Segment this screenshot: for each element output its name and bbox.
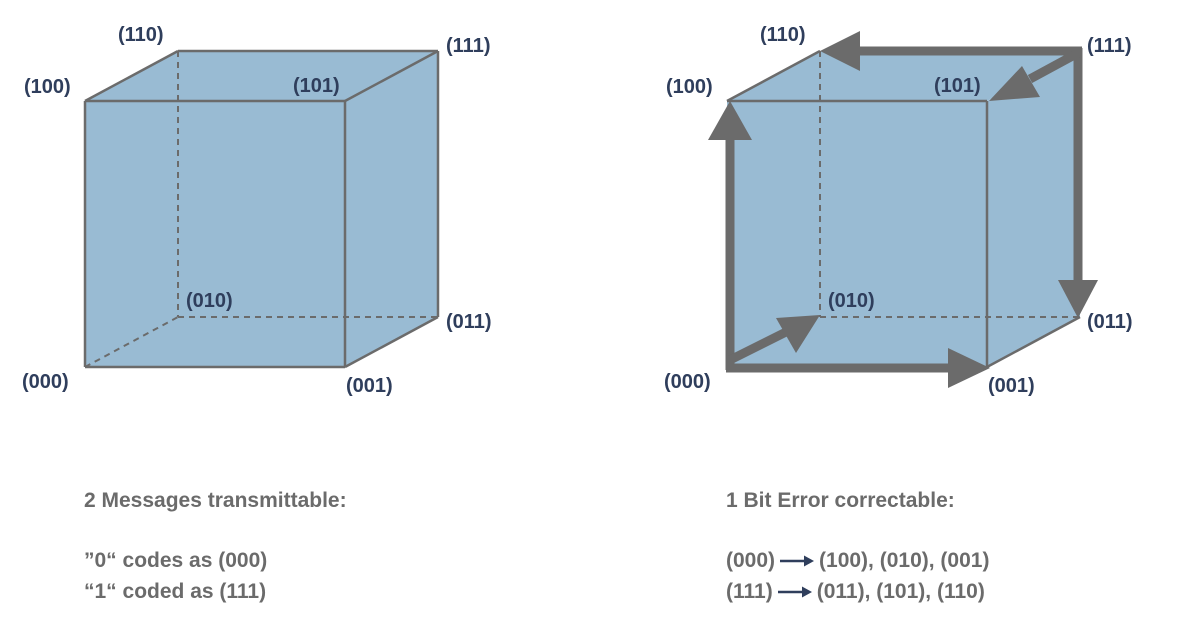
left-cube-front-face xyxy=(85,101,345,367)
left-label-110: (110) xyxy=(118,24,164,46)
arrow-000-to-100-head xyxy=(708,101,752,140)
mapping-targets: (011), (101), (110) xyxy=(816,580,985,603)
left-label-111: (111) xyxy=(446,35,490,57)
left-cube-right-face xyxy=(345,51,438,367)
arrow-000-to-010-head xyxy=(776,315,820,353)
left-caption-line-1: “1“ coded as (111) xyxy=(84,580,267,603)
right-edge xyxy=(726,49,821,103)
mapping-source: (111) xyxy=(726,580,773,603)
mapping-source: (000) xyxy=(726,549,776,572)
left-cube: (110) (111) (100) (101) (010) (011) (000… xyxy=(22,24,492,397)
left-label-010: (010) xyxy=(186,290,233,312)
left-cube-top-face xyxy=(85,51,438,101)
right-label-011: (011) xyxy=(1087,311,1133,333)
right-caption-heading: 1 Bit Error correctable: xyxy=(726,489,955,512)
mapping-row-000: (000) (100), (010), (001) xyxy=(726,548,989,574)
right-label-110: (110) xyxy=(760,24,806,46)
arrow-111-to-110-head xyxy=(820,31,860,71)
arrow-111-to-101-head xyxy=(989,66,1040,101)
right-cube-right-face xyxy=(987,51,1080,367)
arrow-000-to-010-shaft xyxy=(727,325,793,365)
left-edge xyxy=(344,49,439,103)
right-arrow-icon xyxy=(777,586,812,598)
right-cube: (110) (111) (100) (101) (010) (011) (000… xyxy=(664,24,1133,397)
mapping-targets: (100), (010), (001) xyxy=(819,549,990,572)
left-label-101: (101) xyxy=(293,75,340,97)
left-caption-line-0: ”0“ codes as (000) xyxy=(84,549,268,572)
right-label-000: (000) xyxy=(664,371,711,393)
right-arrow-icon xyxy=(780,555,815,567)
left-edge xyxy=(84,49,179,103)
right-cube-front-face xyxy=(727,101,987,367)
arrow-111-to-101-shaft xyxy=(1027,49,1081,83)
mapping-row-111: (111) (011), (101), (110) xyxy=(726,579,985,605)
left-label-100: (100) xyxy=(24,76,71,98)
arrow-000-to-001-head xyxy=(948,348,990,388)
right-label-001: (001) xyxy=(988,375,1035,397)
right-label-111: (111) xyxy=(1087,35,1131,57)
right-cube-top-face xyxy=(727,51,1080,101)
left-label-011: (011) xyxy=(446,311,492,333)
right-label-100: (100) xyxy=(666,76,713,98)
left-label-000: (000) xyxy=(22,371,69,393)
right-label-101: (101) xyxy=(934,75,981,97)
right-edge xyxy=(986,315,1081,369)
arrow-111-to-011-head xyxy=(1058,280,1098,318)
left-edge xyxy=(344,315,439,369)
left-caption-heading: 2 Messages transmittable: xyxy=(84,489,347,512)
left-label-001: (001) xyxy=(346,375,393,397)
right-label-010: (010) xyxy=(828,290,875,312)
